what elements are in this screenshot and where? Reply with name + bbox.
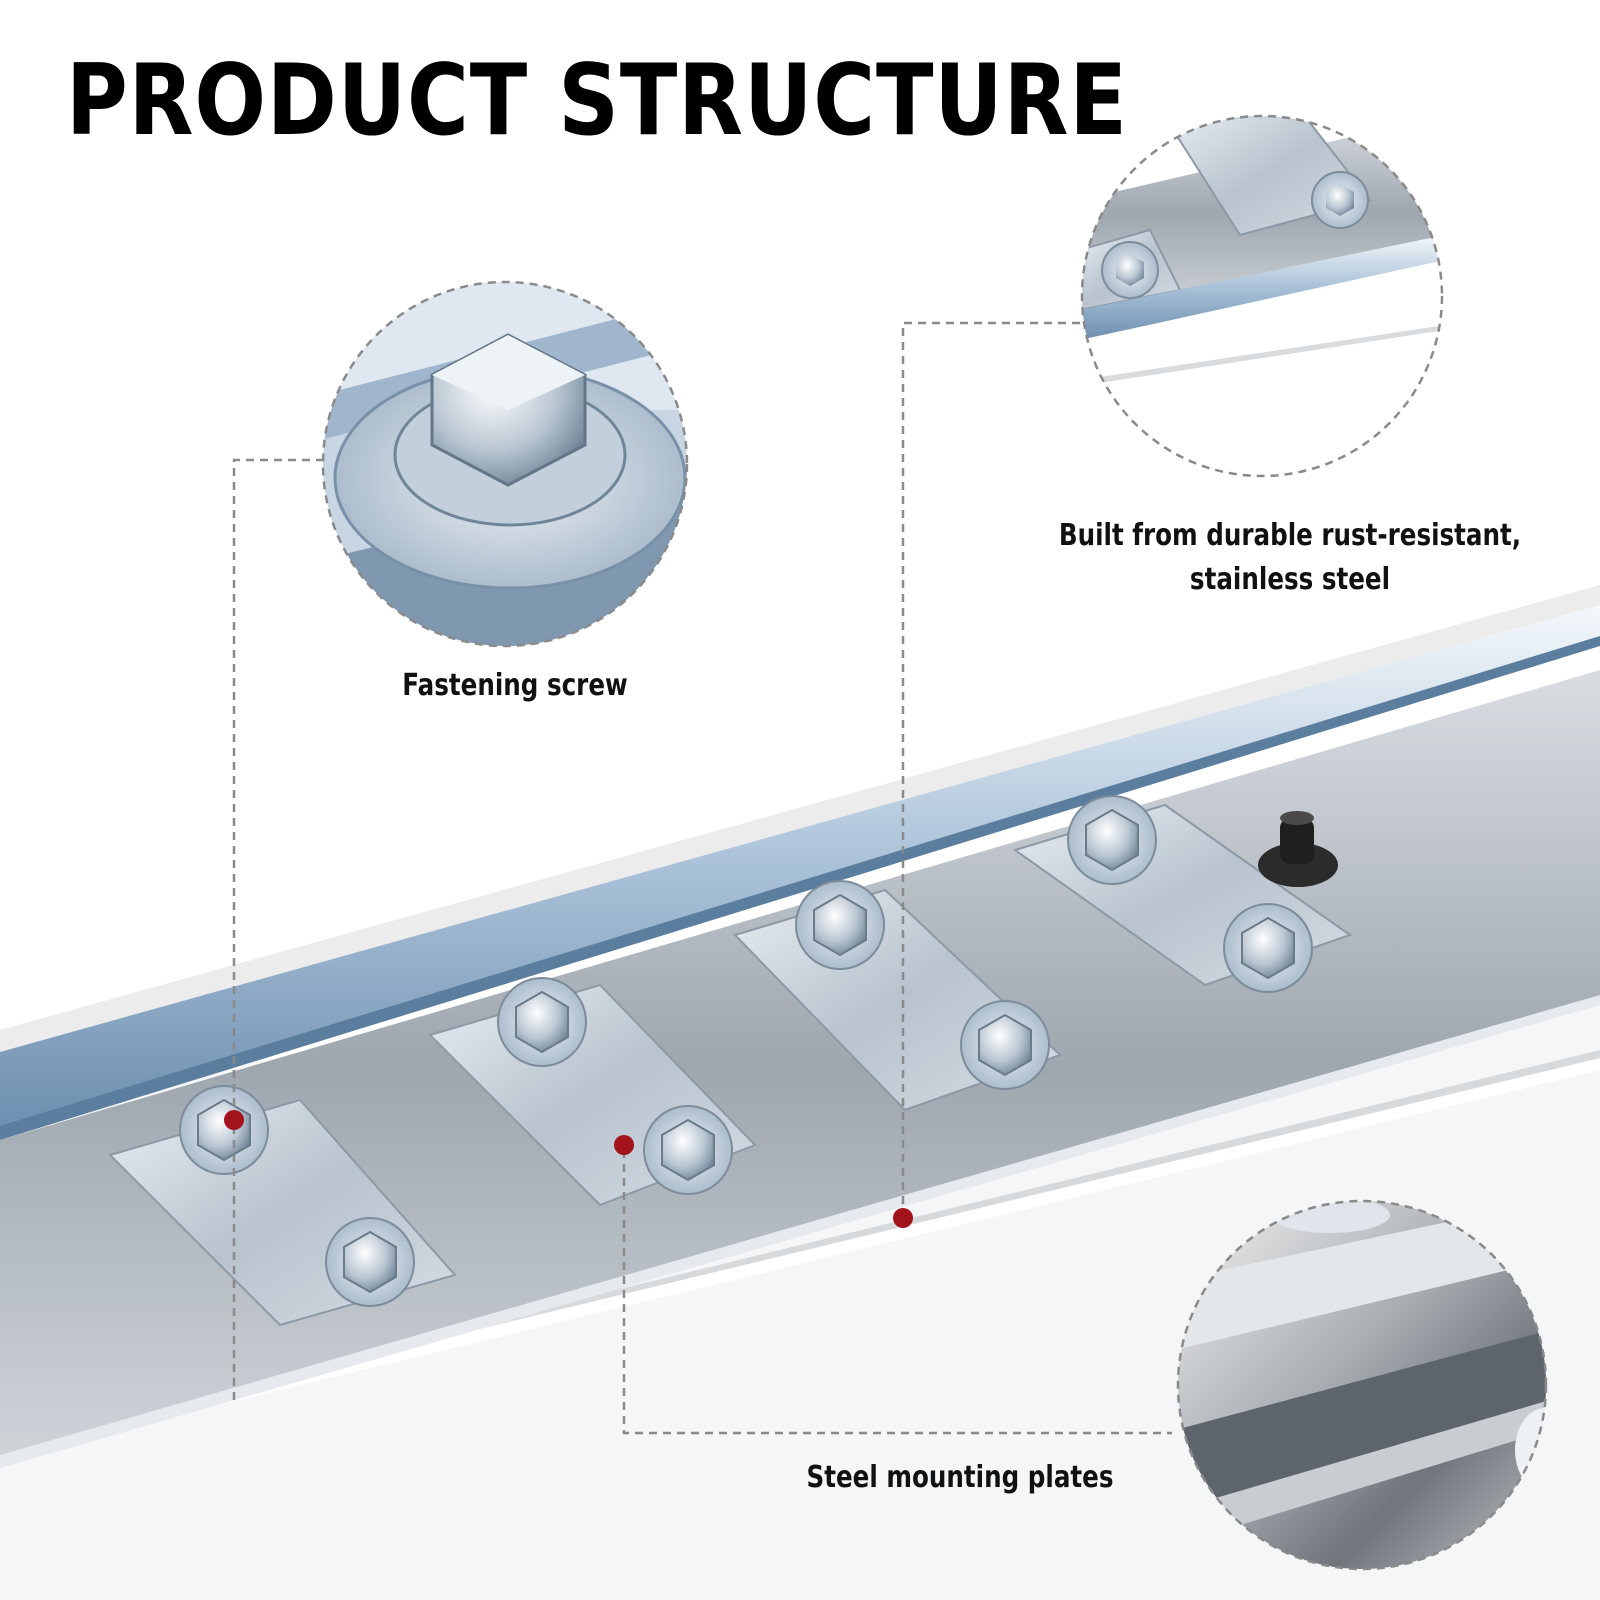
mounting-plates-magnifier: [1176, 1199, 1548, 1571]
stainless-steel-label-line-2: stainless steel: [1189, 562, 1391, 597]
page-title: PRODUCT STRUCTURE: [66, 44, 1128, 158]
fastening-screw-magnifier: [321, 280, 689, 648]
callout-markers: [224, 1110, 913, 1228]
stainless-steel-magnifier: [1080, 114, 1444, 478]
stainless-steel-label: Built from durable rust-resistant, stain…: [1044, 514, 1536, 602]
mounting-plates-label: Steel mounting plates: [806, 1460, 1114, 1495]
bolts: [179, 795, 1338, 1307]
stainless-steel-label-line-1: Built from durable rust-resistant,: [1058, 518, 1522, 553]
fastening-screw-label: Fastening screw: [402, 668, 628, 703]
leader-lines: [232, 321, 1172, 1435]
